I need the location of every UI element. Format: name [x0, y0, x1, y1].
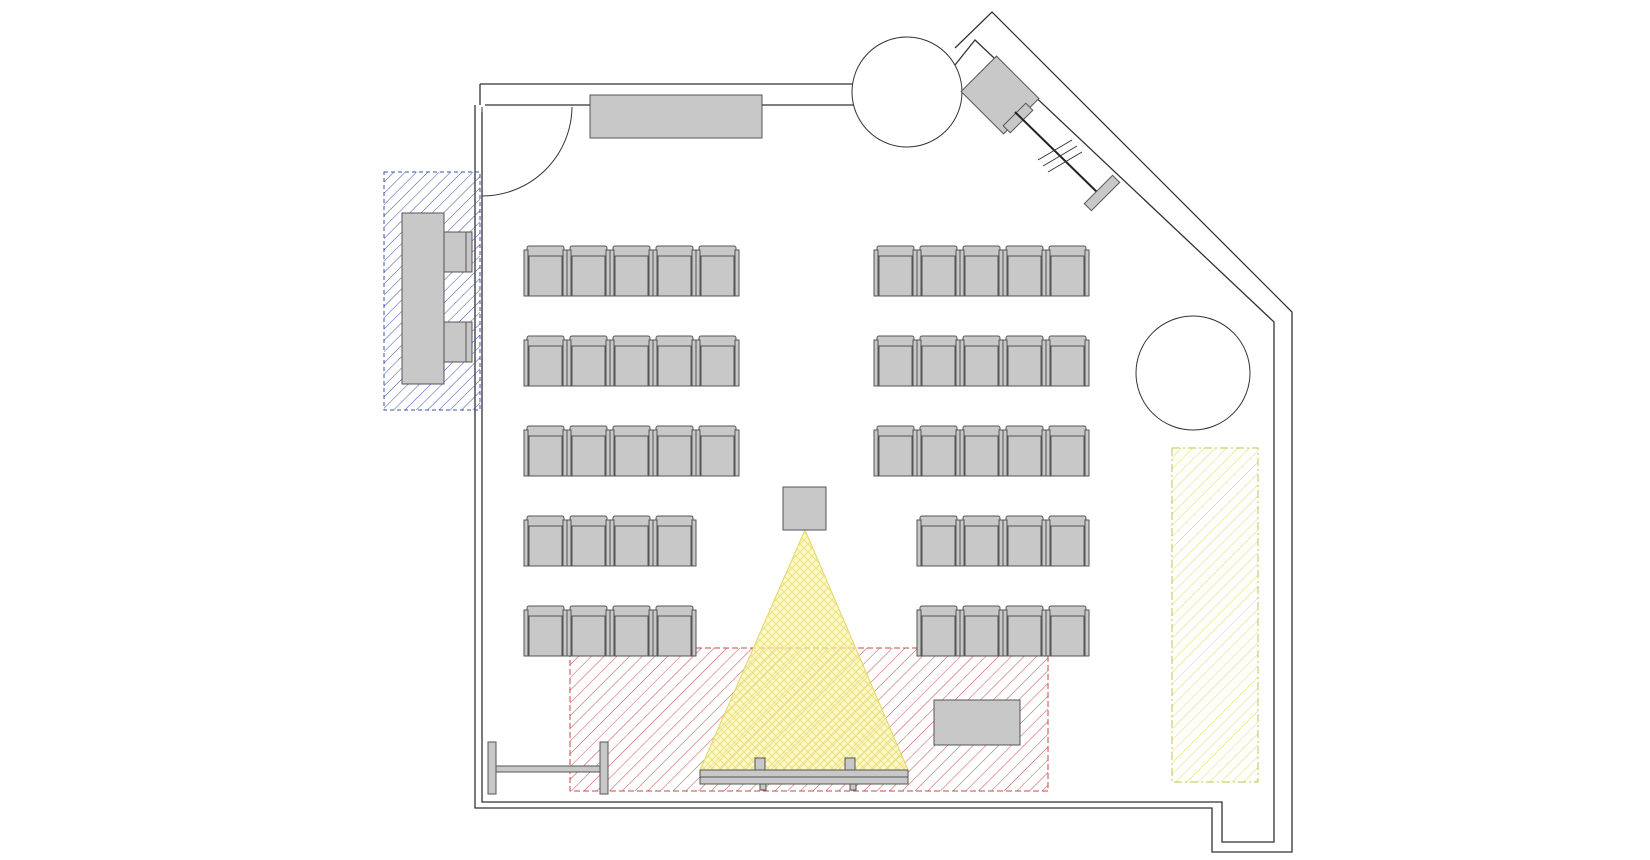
seat: [652, 335, 697, 387]
seat: [916, 245, 961, 297]
equipment-bracket-end: [1083, 174, 1121, 212]
seat: [959, 425, 1004, 477]
seat: [873, 425, 918, 477]
seat: [566, 515, 611, 567]
audience-seating: [523, 245, 1090, 657]
seat: [1045, 425, 1090, 477]
seat: [959, 605, 1004, 657]
seat: [566, 335, 611, 387]
seat: [1002, 245, 1047, 297]
outer-wall: [474, 11, 1293, 853]
seat: [652, 425, 697, 477]
seat: [523, 425, 568, 477]
left-desk-chairs: [443, 231, 473, 363]
seat: [652, 515, 697, 567]
seat: [609, 425, 654, 477]
left-desk: [401, 212, 445, 385]
top-cabinet: [589, 94, 763, 139]
round-column-right: [1135, 315, 1251, 431]
seat: [523, 515, 568, 567]
seat: [609, 515, 654, 567]
round-column-top: [851, 36, 963, 148]
seat: [566, 425, 611, 477]
seat: [609, 335, 654, 387]
seat: [916, 515, 961, 567]
seat: [1045, 605, 1090, 657]
seat: [652, 245, 697, 297]
seat: [1002, 515, 1047, 567]
seat: [523, 245, 568, 297]
seat: [566, 605, 611, 657]
seat: [652, 605, 697, 657]
seat: [1045, 335, 1090, 387]
seat: [873, 245, 918, 297]
seat: [695, 245, 740, 297]
seat: [916, 605, 961, 657]
seat: [916, 335, 961, 387]
seat: [1002, 335, 1047, 387]
equipment-rail: [1014, 111, 1101, 196]
diagonal-equipment: [960, 55, 1121, 212]
seat: [1045, 515, 1090, 567]
screen-bar: [699, 757, 909, 791]
seat: [523, 335, 568, 387]
seat: [523, 605, 568, 657]
seat: [566, 245, 611, 297]
seat: [1002, 425, 1047, 477]
seat: [873, 335, 918, 387]
door: [481, 106, 573, 197]
bottom-left-bench: [487, 741, 609, 795]
left-desk-zone: [383, 171, 481, 411]
seat: [1045, 245, 1090, 297]
yellow-hatched-zone: [1171, 447, 1259, 783]
seat: [959, 335, 1004, 387]
seat: [609, 605, 654, 657]
seat: [695, 335, 740, 387]
rail-ticks: [1037, 139, 1083, 173]
seat: [959, 245, 1004, 297]
stage-table: [933, 699, 1021, 746]
equipment-box: [960, 55, 1040, 135]
seat: [916, 425, 961, 477]
seat: [695, 425, 740, 477]
seat: [959, 515, 1004, 567]
projection-cone-hatch: [700, 530, 908, 770]
seat: [1002, 605, 1047, 657]
equipment-bracket: [1002, 102, 1034, 134]
door-swing-icon: [481, 106, 573, 197]
projector: [782, 486, 827, 531]
seat: [609, 245, 654, 297]
